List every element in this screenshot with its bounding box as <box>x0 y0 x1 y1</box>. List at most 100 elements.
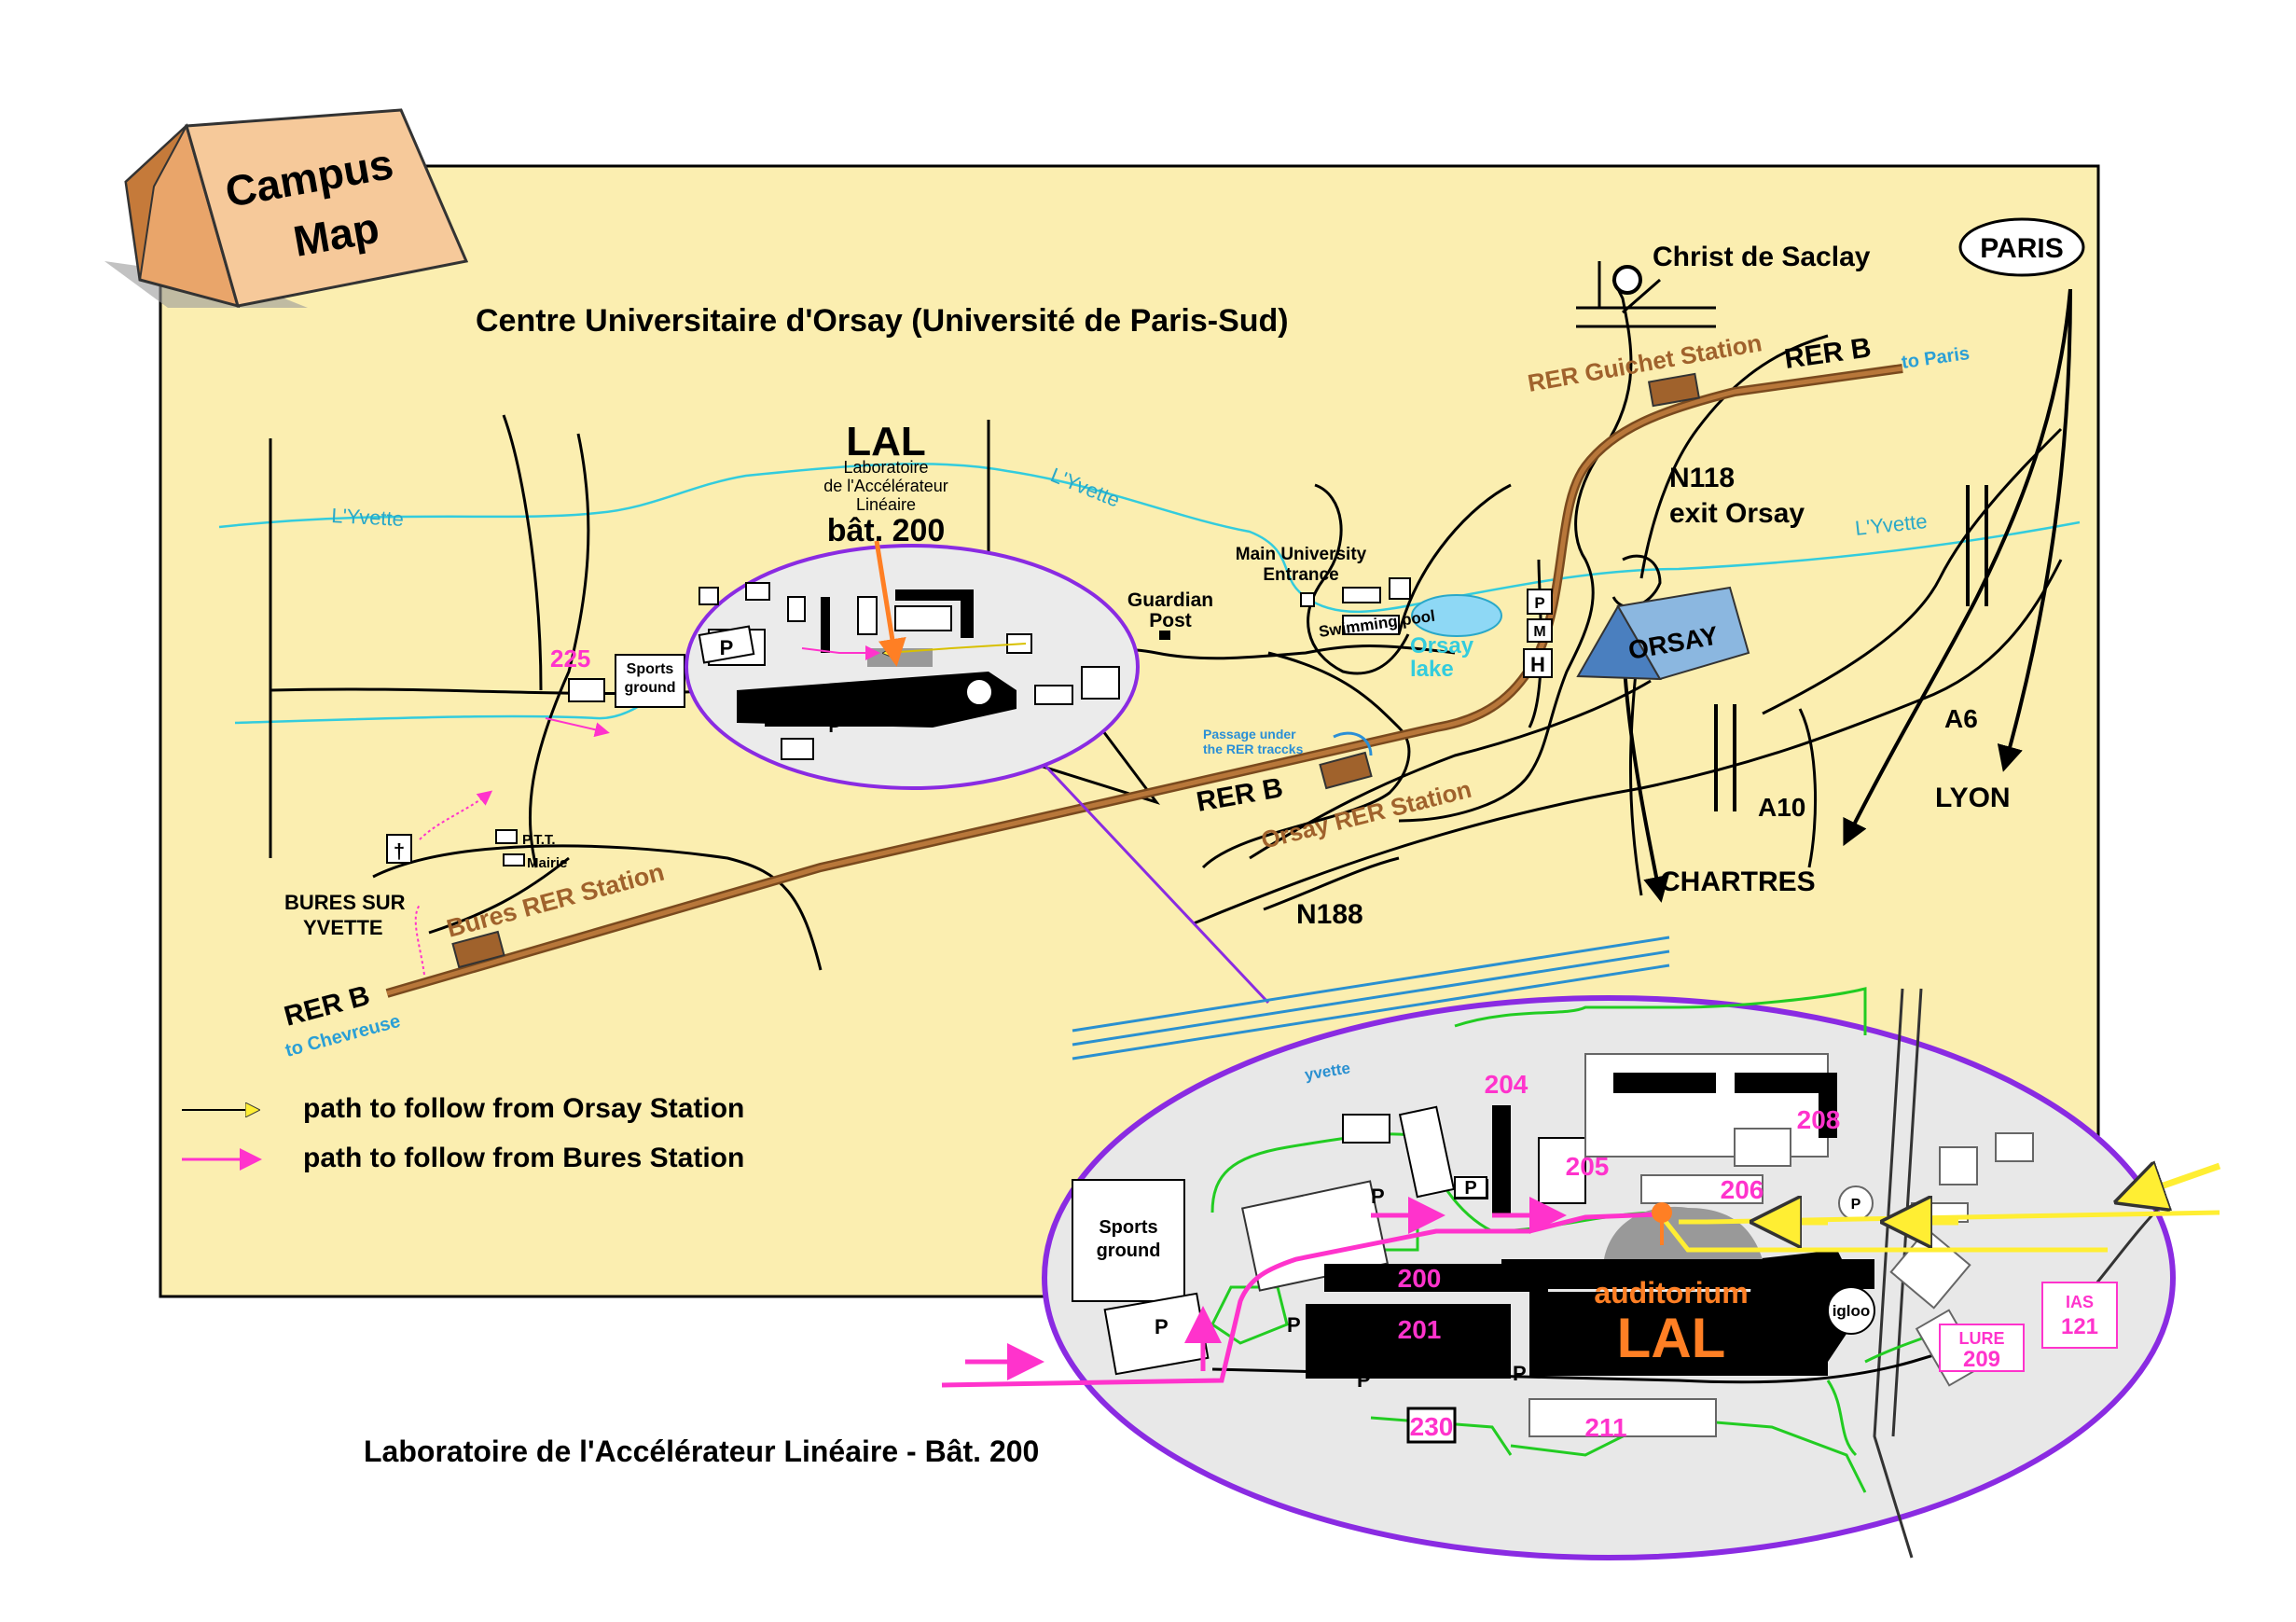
inset-p-3: P <box>1287 1313 1301 1337</box>
ptt-building <box>495 829 518 844</box>
passage-label-2: the RER traccks <box>1203 742 1304 756</box>
swimming-pool <box>1342 615 1400 635</box>
a10-label: A10 <box>1758 793 1805 822</box>
bures-path-magenta <box>414 793 490 976</box>
orsay-lake-label-1: Orsay <box>1410 633 1474 659</box>
m-sign-label: M <box>1533 624 1545 640</box>
inset-magenta-path <box>941 1212 1661 1388</box>
n188-label: N188 <box>1296 899 1363 930</box>
sports-ground-small-2: ground <box>624 680 675 696</box>
inset-yellow-arrow-3 <box>2126 1166 2221 1199</box>
yvette-left-label: L'Yvette <box>331 504 405 531</box>
road-network <box>269 261 2063 971</box>
inset-b208: 208 <box>1797 1105 1841 1134</box>
main-entrance-label-2: Entrance <box>1263 565 1338 585</box>
inset-connector <box>1043 763 1270 1005</box>
bures-label-1: BURES SUR <box>284 891 406 914</box>
sports-ground-small <box>615 654 685 708</box>
passage-label-1: Passage under <box>1203 727 1296 742</box>
church <box>386 834 412 864</box>
legend-orsay-label: path to follow from Orsay Station <box>303 1093 744 1124</box>
n118-label: N118 <box>1669 463 1735 493</box>
rer-b-railway <box>385 364 1903 998</box>
building-entrance-3 <box>1389 577 1411 600</box>
guardian-post <box>1159 631 1170 640</box>
inset-b201: 201 <box>1398 1315 1442 1344</box>
campus-map-sign <box>104 108 469 309</box>
building-entrance-2 <box>1342 587 1381 603</box>
church-icon: † <box>394 839 405 863</box>
lal-bat: bât. 200 <box>827 513 946 548</box>
h-sign-box <box>1523 648 1553 678</box>
lal-pointer <box>874 540 906 667</box>
guichet-station-block <box>1647 372 1701 408</box>
lal-zone-parking <box>698 625 755 664</box>
lal-pin-icon <box>1652 1202 1672 1223</box>
a6-label: A6 <box>1944 704 1978 733</box>
inset-buildings <box>1072 1053 2118 1444</box>
ptt-label: P.T.T. <box>522 832 556 848</box>
guardian-label-2: Post <box>1149 610 1192 631</box>
guardian-label-1: Guardian <box>1127 589 1213 611</box>
bures-station-block <box>451 930 505 969</box>
inset-auditorium: auditorium <box>1594 1276 1748 1310</box>
lal-zone-magenta-arrows <box>801 645 880 660</box>
christ-roundabout <box>1612 265 1642 295</box>
inset-ias-2: 121 <box>2061 1314 2098 1339</box>
inset-yellow-path <box>1658 1210 2220 1253</box>
lal-zone-yellow-arrows <box>886 643 1027 653</box>
mairie-building <box>503 853 525 866</box>
map-title: Centre Universitaire d'Orsay (Université… <box>476 303 1289 339</box>
paris-sign <box>1958 217 2085 277</box>
lal-line3: Linéaire <box>856 495 916 514</box>
lal-zone-parking-label-2: P <box>828 716 840 737</box>
lal-title: LAL <box>846 419 926 464</box>
inset-b206: 206 <box>1721 1175 1764 1204</box>
b225-building <box>568 678 605 702</box>
passage-path <box>1333 731 1373 756</box>
inset-ias-1: IAS <box>2066 1293 2094 1311</box>
inset-b204: 204 <box>1485 1070 1528 1099</box>
sports-ground-small-1: Sports <box>627 661 674 677</box>
p-sign-label: P <box>1534 594 1544 612</box>
orsay-town-sign <box>1576 586 1750 681</box>
inset-lal: LAL <box>1617 1307 1726 1369</box>
mairie-label: Mairie <box>527 855 567 871</box>
inset-p-2-box <box>1454 1176 1487 1199</box>
h-sign-label: H <box>1530 653 1545 676</box>
footer-caption: Laboratoire de l'Accélérateur Linéaire -… <box>364 1435 1039 1468</box>
lyon-label: LYON <box>1935 783 2011 813</box>
inset-b200: 200 <box>1398 1264 1442 1293</box>
b225-label: 225 <box>550 645 590 672</box>
chartres-label: CHARTRES <box>1660 866 1816 897</box>
legend-bures-label: path to follow from Bures Station <box>303 1143 744 1173</box>
orsay-station-block <box>1319 751 1373 790</box>
lal-line2: de l'Accélérateur <box>823 477 948 495</box>
inset-p-5: P <box>1357 1368 1371 1392</box>
inset-sports-1: Sports <box>1099 1217 1157 1238</box>
exit-orsay-label: exit Orsay <box>1669 498 1805 529</box>
main-entrance-label-1: Main University <box>1236 545 1367 564</box>
inset-b211: 211 <box>1584 1413 1626 1442</box>
inset-lure-2: 209 <box>1963 1347 2000 1372</box>
lal-zone-parking-label: P <box>720 636 734 659</box>
inset-b230: 230 <box>1410 1412 1454 1441</box>
lal-line1: Laboratoire <box>843 458 928 477</box>
m-sign-box <box>1527 618 1553 643</box>
christ-label: Christ de Saclay <box>1653 242 1871 272</box>
inset-b205: 205 <box>1566 1152 1610 1181</box>
paris-label: PARIS <box>1980 233 2063 264</box>
inset-p-7: P <box>1851 1197 1861 1213</box>
building-entrance-1 <box>1300 592 1315 607</box>
inset-igloo: igloo <box>1833 1302 1871 1320</box>
inset-p-1: P <box>1371 1185 1385 1208</box>
bures-to-campus-arrow <box>545 717 610 738</box>
bures-label-2: YVETTE <box>303 916 383 939</box>
inset-p-4: P <box>1155 1315 1169 1338</box>
inset-p-2: P <box>1464 1178 1476 1199</box>
orsay-lake <box>1411 594 1502 637</box>
inset-sports-2: ground <box>1097 1241 1161 1261</box>
inset-p-6: P <box>1513 1362 1527 1385</box>
inset-lure-1: LURE <box>1959 1329 2005 1348</box>
